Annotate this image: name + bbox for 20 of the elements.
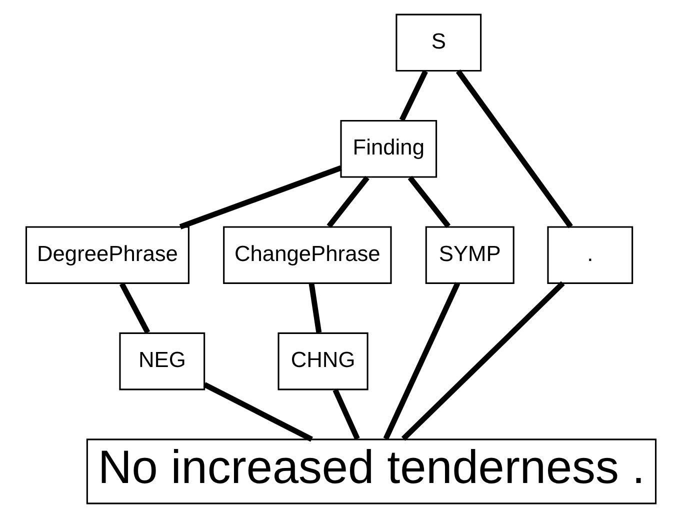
node-box: S xyxy=(396,14,482,72)
connector xyxy=(456,70,573,228)
connector xyxy=(326,176,370,228)
node-box: ChangePhrase xyxy=(223,226,392,284)
connector xyxy=(383,282,460,440)
connector xyxy=(408,176,451,228)
node-box: DegreePhrase xyxy=(25,226,190,284)
node-box: Finding xyxy=(340,120,438,178)
connector xyxy=(119,282,150,334)
node-box: CHNG xyxy=(278,332,368,390)
node-box: . xyxy=(547,226,634,284)
node-box: NEG xyxy=(119,332,206,390)
connector xyxy=(308,283,322,333)
connector xyxy=(203,382,313,442)
connector xyxy=(401,281,565,441)
connector xyxy=(399,70,428,122)
connector xyxy=(179,165,342,230)
node-box: No increased tenderness . xyxy=(86,438,657,504)
node-box: SYMP xyxy=(425,226,514,284)
connector xyxy=(332,388,360,440)
